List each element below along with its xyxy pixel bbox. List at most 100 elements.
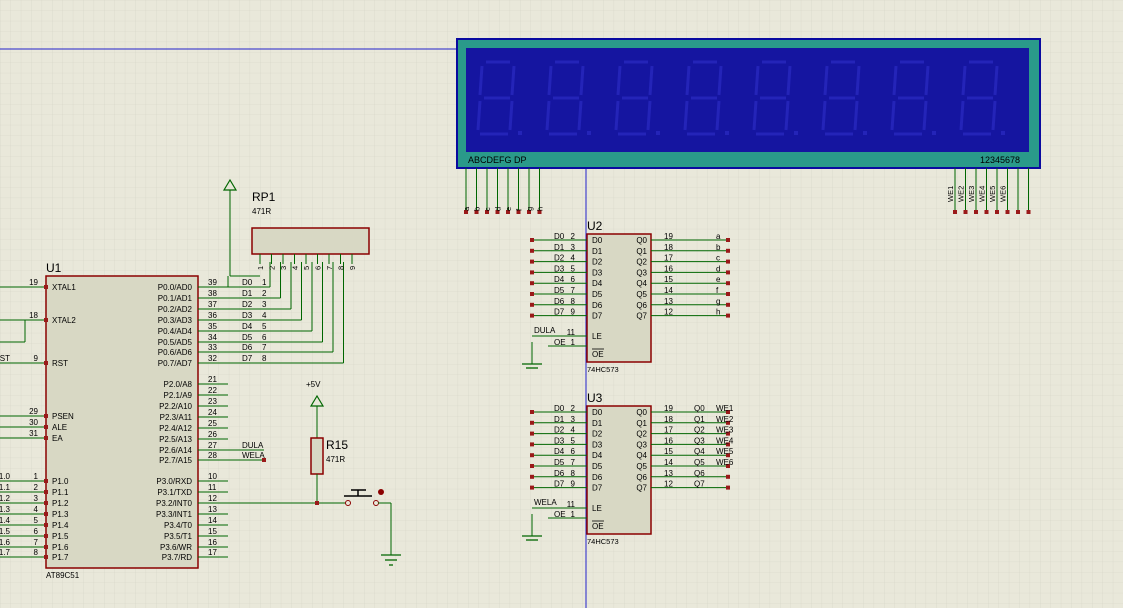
- latch-input-name: D6: [592, 473, 603, 482]
- u1-left-pin-name: P1.5: [52, 532, 69, 541]
- u1-left-pin-name: P1.6: [52, 543, 69, 552]
- u1-left-pin-number: 19: [29, 278, 38, 287]
- rp1-pin-number: 9: [348, 266, 357, 270]
- u1-at89c51[interactable]: U1AT89C51XTAL119XTAL218RST9STPSEN29ALE30…: [0, 261, 344, 580]
- digit-group: [476, 60, 1005, 136]
- segment-f: [685, 65, 691, 96]
- u1-right-pin-name: P0.0/AD0: [158, 283, 193, 292]
- u1-left-pin-number: 9: [34, 354, 39, 363]
- latch-input-net: D2: [554, 426, 565, 435]
- u1-right-pin-number: 36: [208, 311, 217, 320]
- segment-b: [717, 65, 723, 96]
- latch-input-end: [530, 442, 534, 447]
- u1-right-pin-net: D3: [242, 311, 253, 320]
- latch-output-number: 17: [664, 254, 673, 263]
- latch-output-number: 18: [664, 243, 673, 252]
- latch-input-number: 5: [571, 436, 576, 445]
- latch-input-name: D3: [592, 440, 603, 449]
- latch-le-name: LE: [592, 332, 602, 341]
- latch-output-net: Q3: [694, 436, 705, 445]
- digit-pin-label: WE2: [957, 186, 966, 202]
- segment-pin-end: [537, 210, 542, 214]
- segment-dp: [794, 131, 798, 135]
- u1-right-pin-number: 35: [208, 322, 217, 331]
- digit-pin-end: [984, 210, 989, 214]
- latch-output-end: [726, 238, 730, 242]
- latch-output-end: [726, 410, 730, 414]
- latch-input-net: D0: [554, 232, 565, 241]
- latch-output-name: Q7: [636, 312, 647, 321]
- latch-output-name: Q4: [636, 279, 647, 288]
- latch-input-number: 7: [571, 458, 576, 467]
- segment-e: [821, 100, 827, 131]
- rp1-pin-number: 8: [337, 266, 346, 270]
- latch-le-number: 11: [567, 500, 576, 509]
- segment-e: [476, 100, 482, 131]
- segment-f: [961, 65, 967, 96]
- u1-left-pin-name: P1.2: [52, 499, 69, 508]
- segment-pin-end: [464, 210, 468, 214]
- u1-right-pin-number: 14: [208, 516, 217, 525]
- u1-right-pin-net: D7: [242, 354, 253, 363]
- u1-left-pin-marker: [44, 501, 48, 505]
- rp1-net-number: 4: [262, 311, 267, 320]
- latch-output-name: Q0: [636, 408, 647, 417]
- latch-input-net: D6: [554, 297, 565, 306]
- u1-right-pin-number: 32: [208, 354, 217, 363]
- u1-left-pin-marker: [44, 414, 48, 418]
- u1-left-pin-net: 1.6: [0, 538, 11, 547]
- u1-right-pin-number: 38: [208, 289, 217, 298]
- latch-output-number: 14: [664, 458, 673, 467]
- latch-body: [586, 405, 652, 535]
- u1-left-pin-marker: [44, 512, 48, 516]
- latch-output-end: [726, 474, 730, 479]
- u1-left-pin-number: 29: [29, 407, 38, 416]
- segment-pin-label: f: [515, 208, 524, 211]
- latch-output-end: [726, 281, 730, 286]
- rp1-pin-number: 1: [256, 266, 265, 270]
- u1-right-pin-number: 21: [208, 375, 217, 384]
- latch-output-number: 15: [664, 447, 673, 456]
- latch-input-number: 8: [571, 469, 576, 478]
- latch-le-number: 11: [567, 328, 576, 337]
- latch-input-net: D7: [554, 308, 565, 317]
- u1-right-pin-name: P2.0/A8: [164, 380, 193, 389]
- latch-input-net: D2: [554, 254, 565, 263]
- rp1-pin-number: 7: [325, 266, 334, 270]
- latch-input-end: [530, 238, 534, 242]
- segment-dp: [587, 131, 591, 135]
- rp1-net-number: 5: [262, 322, 267, 331]
- latch-oe-name: OE: [592, 350, 604, 359]
- latch-output-name: Q1: [636, 247, 647, 256]
- latch-output-number: 16: [664, 264, 673, 273]
- segment-pin-label: a: [462, 206, 471, 211]
- latch-input-number: 2: [571, 232, 576, 241]
- u1-right-pin-name: P2.5/A13: [159, 435, 192, 444]
- u1-right-pin-name: P3.2/INT0: [156, 499, 193, 508]
- latch-input-number: 7: [571, 286, 576, 295]
- latch-output-end: [726, 302, 730, 307]
- u1-left-pin-marker: [44, 425, 48, 429]
- latch-output-net: Q1: [694, 415, 705, 424]
- latch-le-net: DULA: [534, 326, 556, 335]
- latch-input-number: 3: [571, 415, 576, 424]
- u1-right-pin-name: P2.3/A11: [160, 413, 193, 422]
- segment-e: [614, 100, 620, 131]
- u1-right-pin-number: 11: [208, 483, 217, 492]
- segment-pin-end: [485, 210, 489, 214]
- u1-right-pin-number: 28: [208, 451, 217, 460]
- latch-input-name: D4: [592, 451, 603, 460]
- segment-f: [478, 65, 484, 96]
- latch-output-end: [726, 248, 730, 253]
- u1-left-pin-name: P1.4: [52, 521, 69, 530]
- u1-right-pin-net: D6: [242, 343, 253, 352]
- u1-right-pin-number: 24: [208, 408, 217, 417]
- latch-output-net: Q4: [694, 447, 705, 456]
- u1-reference: U1: [46, 261, 62, 275]
